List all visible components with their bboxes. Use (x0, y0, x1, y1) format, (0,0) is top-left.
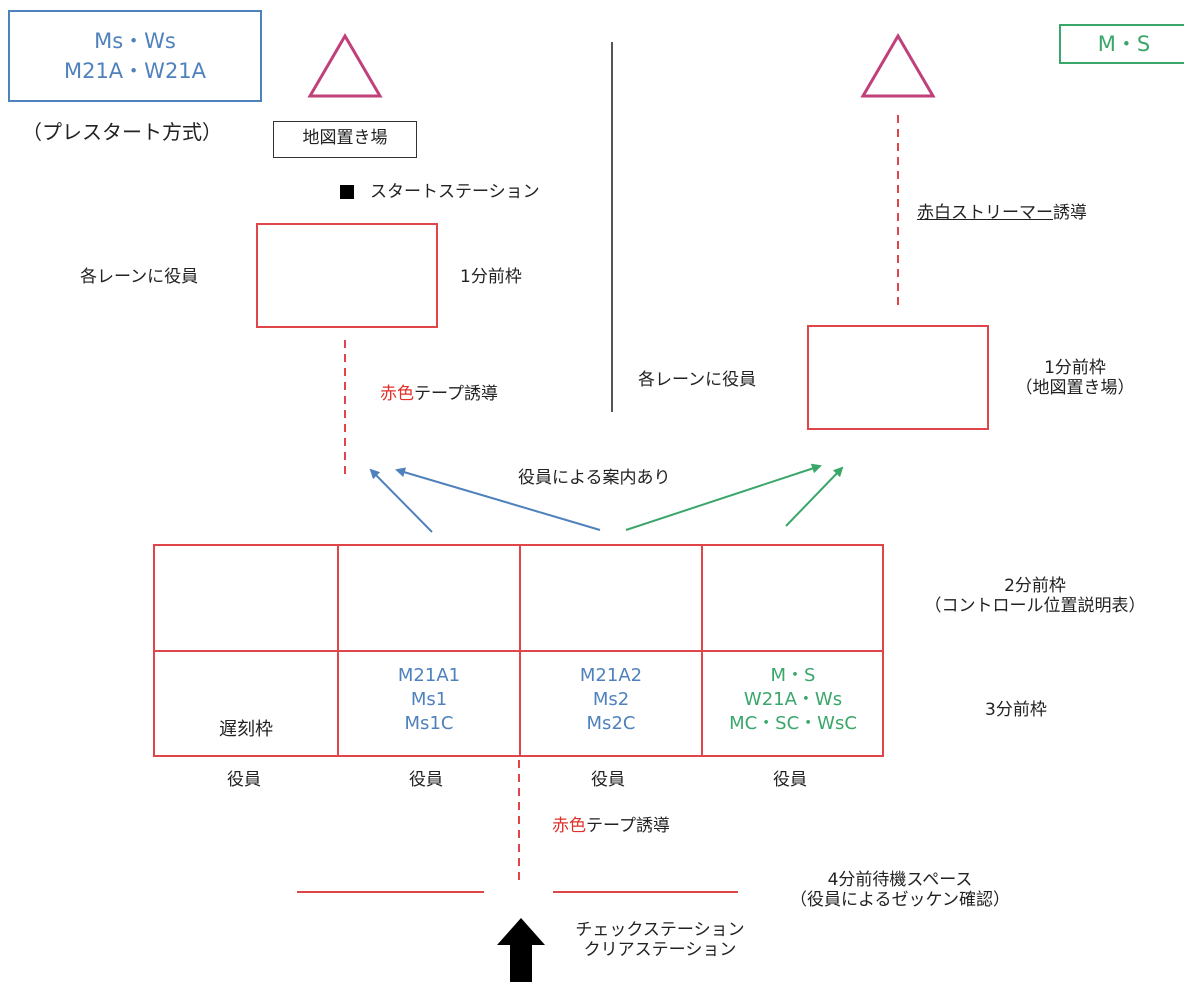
prestart-note: （プレスタート方式） (22, 120, 222, 144)
map-area-label: 地図置き場 (302, 128, 388, 148)
two-minute-frame-label: 2分前枠 （コントロール位置説明表） (905, 576, 1165, 617)
start-triangle-right (860, 33, 936, 98)
start-triangle-left (307, 33, 383, 98)
start-station-marker (340, 185, 354, 199)
official-col-2: 役員 (409, 770, 443, 790)
lane-2-class-2: Ms2 (592, 689, 630, 710)
officials-each-lane-right: 各レーンに役員 (638, 370, 757, 390)
arrow-green-1 (625, 463, 822, 531)
officials-each-lane-left: 各レーンに役員 (80, 267, 199, 287)
lane-2-class-1: M21A2 (579, 665, 643, 686)
red-tape-guide-upper: 赤色テープ誘導 (380, 384, 498, 404)
four-minute-wait-line2: （役員によるゼッケン確認） (790, 890, 1010, 911)
two-minute-frame-line2: （コントロール位置説明表） (924, 596, 1146, 617)
legend-blue-line2: M21A・W21A (63, 59, 207, 83)
one-minute-frame-right-line2: （地図置き場） (1015, 378, 1135, 399)
map-area-box: 地図置き場 (273, 121, 417, 158)
check-station-line2: クリアステーション (583, 940, 737, 961)
arrow-blue-1 (369, 468, 433, 533)
red-tape-guide-upper-red: 赤色 (380, 384, 414, 404)
streamer-guide-rest: 誘導 (1053, 203, 1087, 223)
lane-3-class-1: M・S (770, 665, 816, 686)
check-station-label: チェックステーション クリアステーション (560, 920, 760, 961)
lane-1-classes: M21A1 Ms1 Ms1C (339, 664, 519, 736)
one-minute-frame-left-label: 1分前枠 (460, 267, 522, 287)
red-tape-guide-upper-rest: テープ誘導 (414, 384, 498, 404)
one-minute-frame-right (807, 325, 989, 430)
waiting-frame-grid: 遅刻枠 M21A1 Ms1 Ms1C M21A2 Ms2 Ms2C M・S W2… (153, 544, 884, 757)
arrow-green-2 (785, 466, 844, 527)
start-station-label: スタートステーション (370, 182, 540, 202)
lane-3-classes: M・S W21A・Ws MC・SC・WsC (703, 664, 883, 736)
red-tape-guide-lower-rest: テープ誘導 (586, 816, 670, 836)
two-minute-frame-line1: 2分前枠 (1004, 576, 1066, 596)
lane-1-class-1: M21A1 (397, 665, 461, 686)
three-minute-frame-label: 3分前枠 (985, 700, 1047, 720)
red-tape-guide-lower: 赤色テープ誘導 (552, 816, 670, 836)
lane-1-class-3: Ms1C (404, 713, 454, 734)
guided-by-officials-label: 役員による案内あり (518, 468, 671, 488)
one-minute-frame-right-label: 1分前枠 （地図置き場） (1010, 358, 1140, 399)
legend-box-blue: Ms・Ws M21A・W21A (8, 10, 262, 102)
streamer-guide-label: 赤白ストリーマー誘導 (917, 203, 1087, 223)
check-station-line1: チェックステーション (575, 920, 745, 940)
legend-blue-line1: Ms・Ws (94, 29, 176, 53)
lane-2-class-3: Ms2C (586, 713, 636, 734)
lane-1-class-2: Ms1 (410, 689, 448, 710)
official-col-1: 役員 (227, 770, 261, 790)
legend-box-green: M・S (1059, 24, 1184, 64)
red-tape-guide-lower-red: 赤色 (552, 816, 586, 836)
lane-2-classes: M21A2 Ms2 Ms2C (521, 664, 701, 736)
entry-arrow (497, 918, 545, 982)
four-minute-wait-label: 4分前待機スペース （役員によるゼッケン確認） (760, 870, 1040, 911)
legend-green-text: M・S (1097, 32, 1151, 56)
official-col-4: 役員 (773, 770, 807, 790)
streamer-guide-underlined: 赤白ストリーマー (917, 203, 1053, 223)
arrow-blue-2 (395, 467, 601, 531)
one-minute-frame-right-line1: 1分前枠 (1044, 358, 1106, 378)
four-minute-wait-line1: 4分前待機スペース (827, 870, 973, 890)
lane-3-class-2: W21A・Ws (743, 689, 843, 710)
late-frame-label: 遅刻枠 (219, 719, 273, 740)
lane-3-class-3: MC・SC・WsC (729, 713, 857, 734)
one-minute-frame-left (256, 223, 438, 328)
official-col-3: 役員 (591, 770, 625, 790)
